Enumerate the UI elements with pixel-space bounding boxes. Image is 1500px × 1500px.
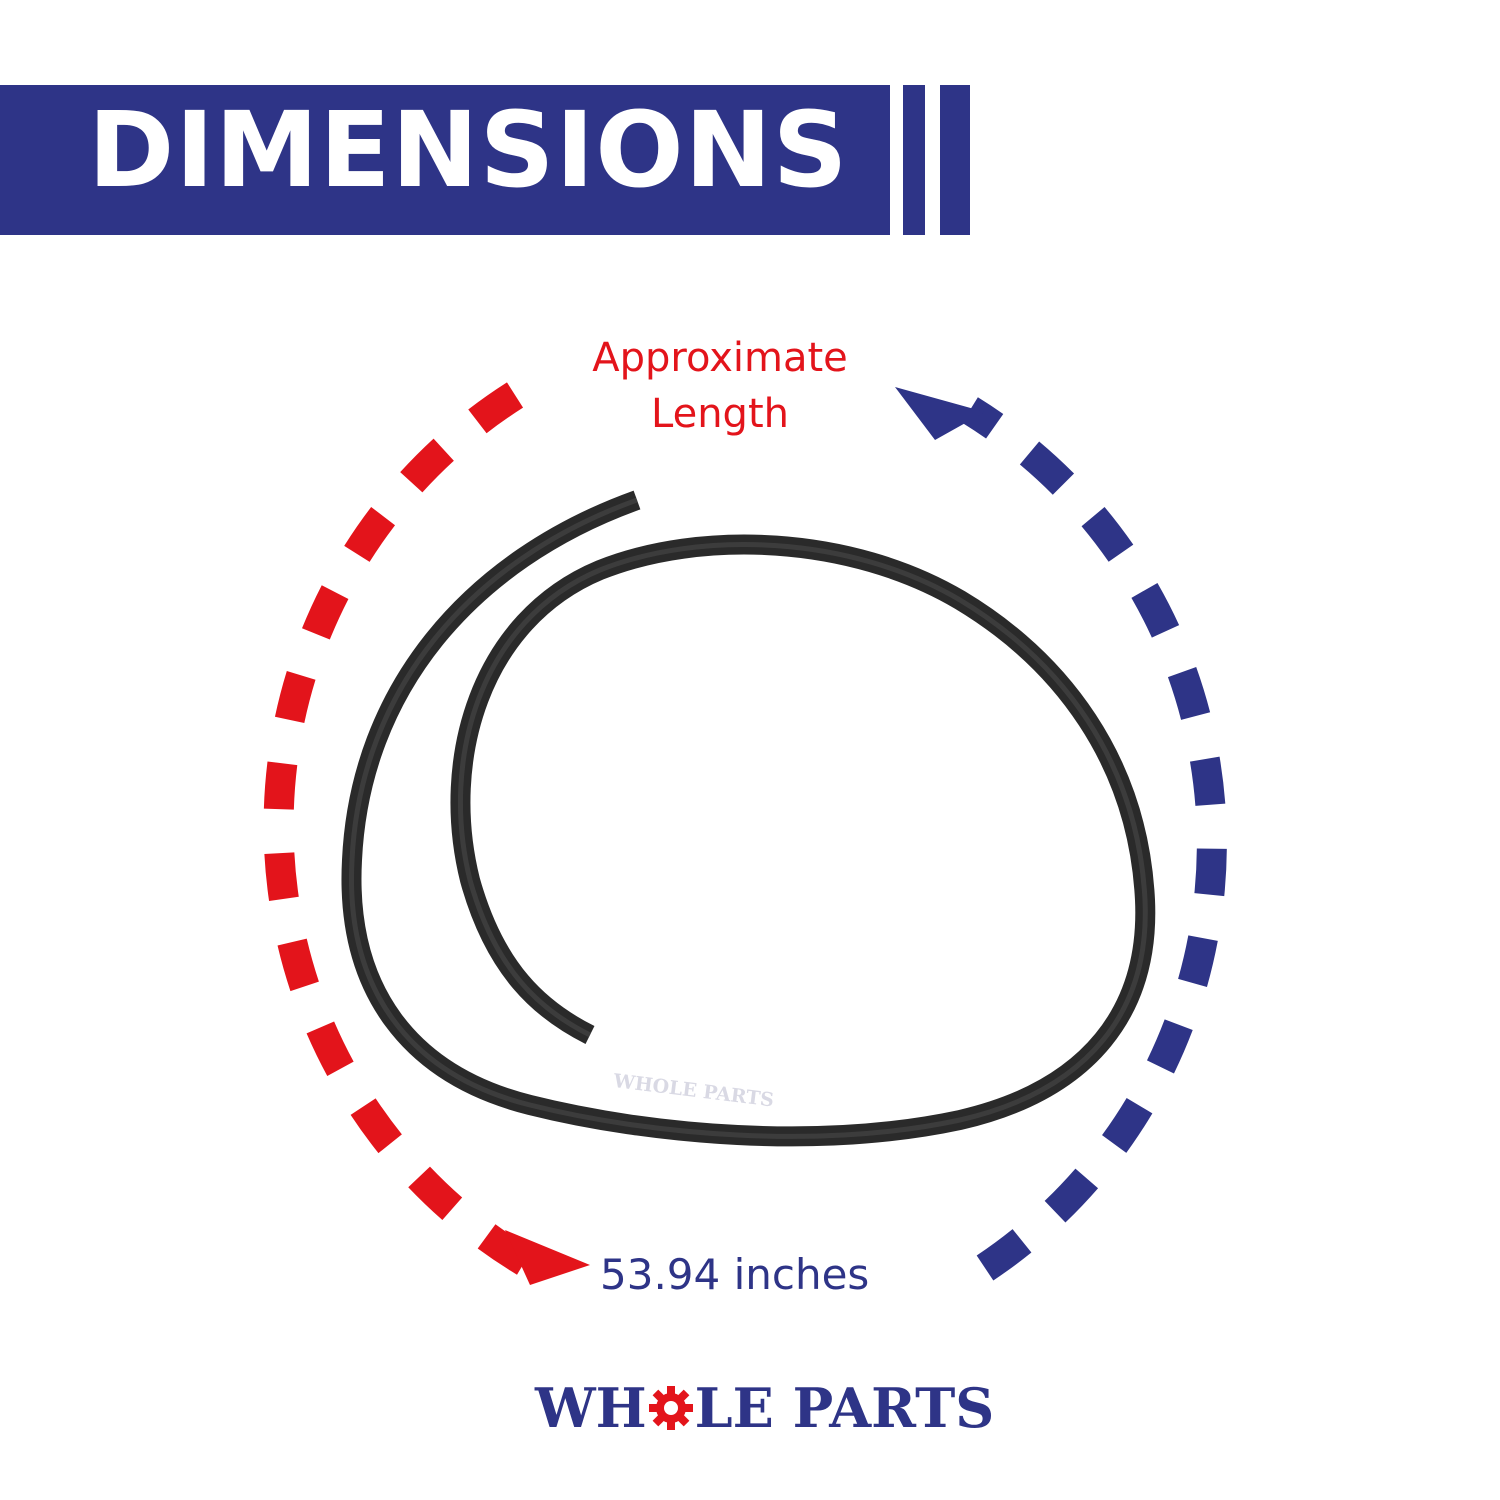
page-title: DIMENSIONS [88,89,849,211]
right-arrow-icon [505,1230,590,1285]
brand-name-part1: WH [535,1376,647,1440]
banner-stripe [940,85,970,235]
left-dashed-arc [263,382,533,1275]
brand-logo: WH LE PARTS [535,1376,995,1440]
right-dashed-arc [962,397,1227,1281]
gasket-image [341,490,1156,1147]
up-left-arrow-icon [895,387,985,440]
brand-name-part2: LE PARTS [694,1376,995,1440]
gear-icon [648,1386,693,1430]
approximate-length-label: Approximate Length [592,335,848,437]
header-banner [0,85,890,235]
length-value-label: 53.94 inches [600,1250,870,1299]
banner-stripe [903,85,925,235]
